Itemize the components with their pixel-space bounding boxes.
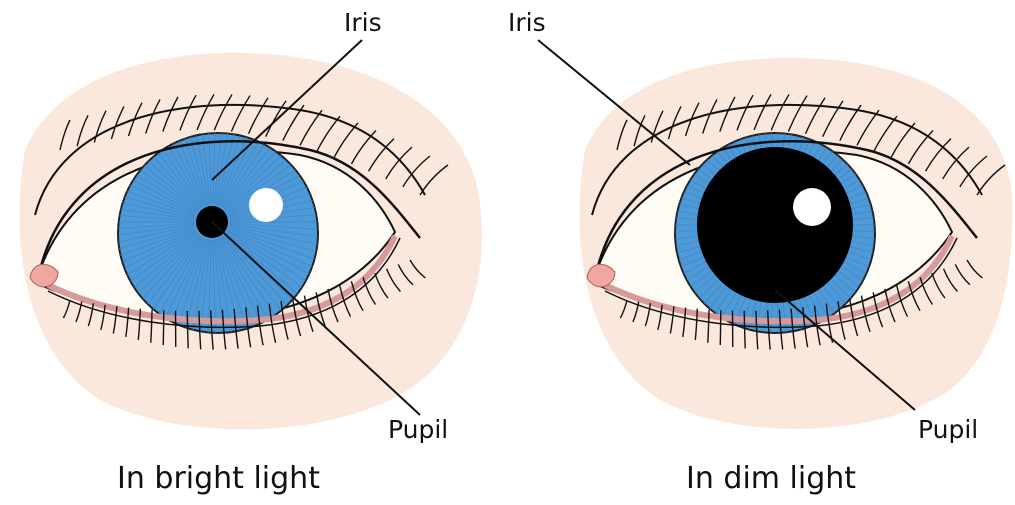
iris-label-left: Iris xyxy=(344,8,382,37)
caption-dim-light: In dim light xyxy=(686,461,856,496)
pupil-large xyxy=(697,147,853,303)
eye-bright-light xyxy=(19,40,482,429)
eye-dim-light xyxy=(538,40,1012,429)
pupil-label-left: Pupil xyxy=(388,415,448,444)
highlight-right xyxy=(793,188,831,226)
pupil-label-right: Pupil xyxy=(918,415,978,444)
caption-bright-light: In bright light xyxy=(117,461,320,496)
highlight-left xyxy=(249,188,283,222)
iris-label-right: Iris xyxy=(508,8,546,37)
